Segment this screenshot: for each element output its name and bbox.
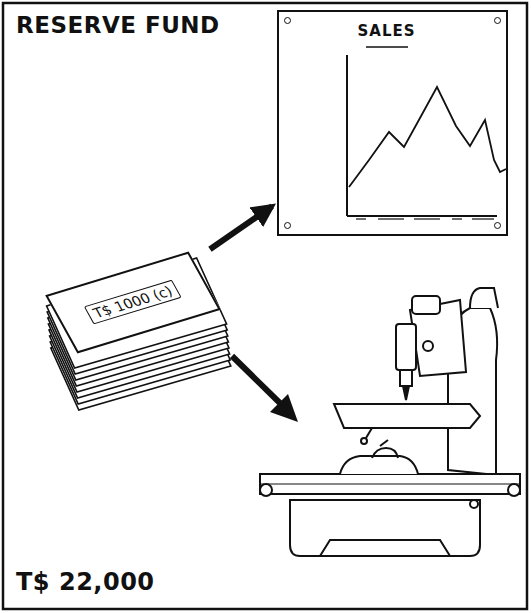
sales-chart bbox=[347, 47, 506, 219]
note-value: T$ 1000 (c) bbox=[84, 280, 182, 325]
pin-dot bbox=[284, 222, 291, 229]
chart-frame: SALES bbox=[277, 10, 508, 236]
panel-frame bbox=[3, 3, 527, 609]
pin-dot bbox=[494, 17, 501, 24]
amount-label: T$ 22,000 bbox=[16, 568, 155, 596]
flow-arrow bbox=[210, 206, 272, 249]
arrow-to-machine bbox=[232, 356, 298, 422]
title: RESERVE FUND bbox=[16, 12, 220, 38]
chart-heading: SALES bbox=[357, 22, 415, 40]
pin-dot bbox=[284, 17, 291, 24]
milling-machine bbox=[260, 288, 520, 556]
pin-dot bbox=[494, 222, 501, 229]
